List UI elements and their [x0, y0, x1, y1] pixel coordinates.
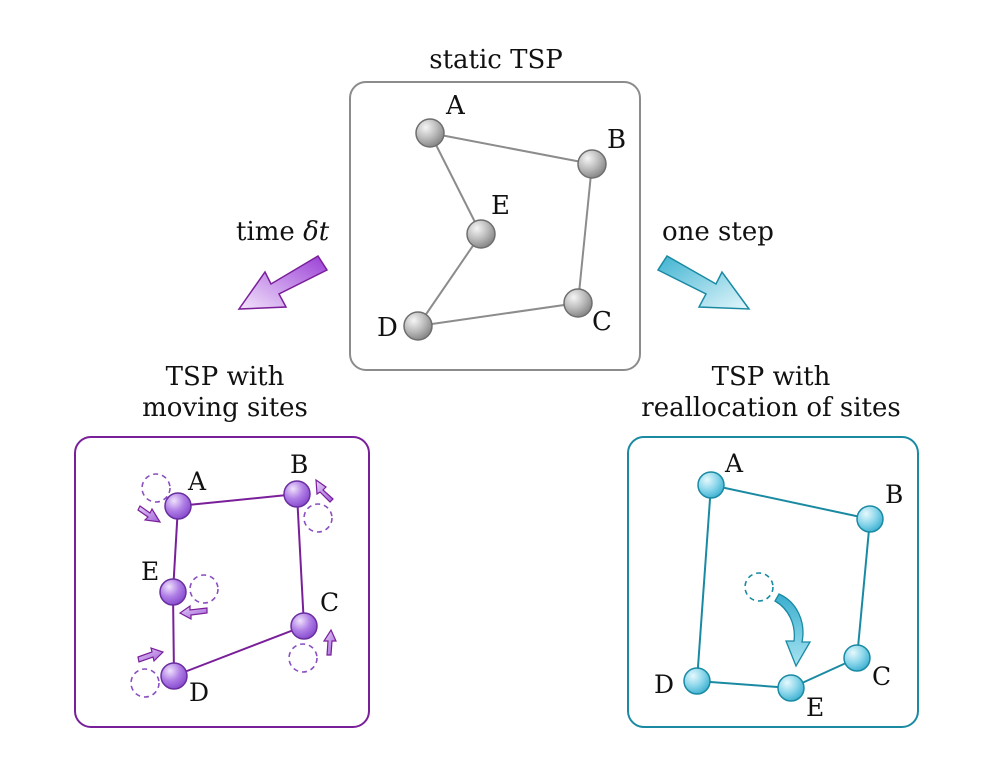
moving-site-e [159, 578, 187, 606]
static-site-d [403, 311, 433, 341]
moving-label-c: C [320, 588, 339, 617]
realloc-previous-position-e [744, 572, 774, 602]
realloc-site-c [843, 644, 871, 672]
moving-label-a: A [187, 467, 207, 496]
realloc-label-e: E [806, 693, 824, 722]
realloc-panel-frame [627, 436, 919, 728]
left-arrow-label: time δt [236, 217, 330, 247]
moving-site-a [164, 492, 192, 520]
realloc-move-arrow [774, 593, 812, 668]
moving-panel-title-line1: TSP with [166, 362, 285, 392]
static-tour [417, 132, 593, 327]
realloc-label-b: B [885, 480, 903, 509]
static-site-b [577, 149, 607, 179]
moving-site-c [290, 612, 318, 640]
static-site-c [563, 288, 593, 318]
static-site-e [466, 219, 496, 249]
realloc-panel-title-line2: reallocation of sites [641, 393, 900, 423]
realloc-site-a [697, 471, 725, 499]
static-panel-title: static TSP [429, 45, 563, 75]
realloc-site-e [777, 674, 805, 702]
realloc-panel-title-line1: TSP with [712, 362, 831, 392]
realloc-tour [696, 484, 871, 689]
moving-label-d: D [189, 678, 209, 707]
static-label-b: B [607, 125, 626, 155]
moving-label-b: B [290, 450, 308, 479]
moving-site-b [283, 480, 311, 508]
static-label-c: C [592, 307, 612, 337]
moving-panel-frame [74, 436, 370, 728]
moving-panel-title-line2: moving sites [142, 393, 308, 423]
left-transition-arrow [237, 254, 329, 310]
realloc-label-c: C [872, 662, 891, 691]
static-label-a: A [445, 91, 466, 121]
static-panel-frame [349, 81, 641, 371]
moving-label-e: E [141, 557, 159, 586]
realloc-label-d: D [654, 670, 674, 699]
realloc-site-b [856, 505, 884, 533]
moving-tour [172, 493, 305, 677]
static-label-d: D [377, 313, 398, 343]
realloc-site-d [683, 667, 711, 695]
moving-site-d [160, 662, 188, 690]
realloc-label-a: A [724, 449, 744, 478]
moving-small-arrows [137, 478, 337, 663]
static-site-a [415, 118, 445, 148]
right-transition-arrow [656, 254, 751, 310]
moving-previous-positions [130, 473, 333, 698]
right-arrow-label: one step [662, 217, 774, 247]
static-label-e: E [491, 191, 510, 221]
